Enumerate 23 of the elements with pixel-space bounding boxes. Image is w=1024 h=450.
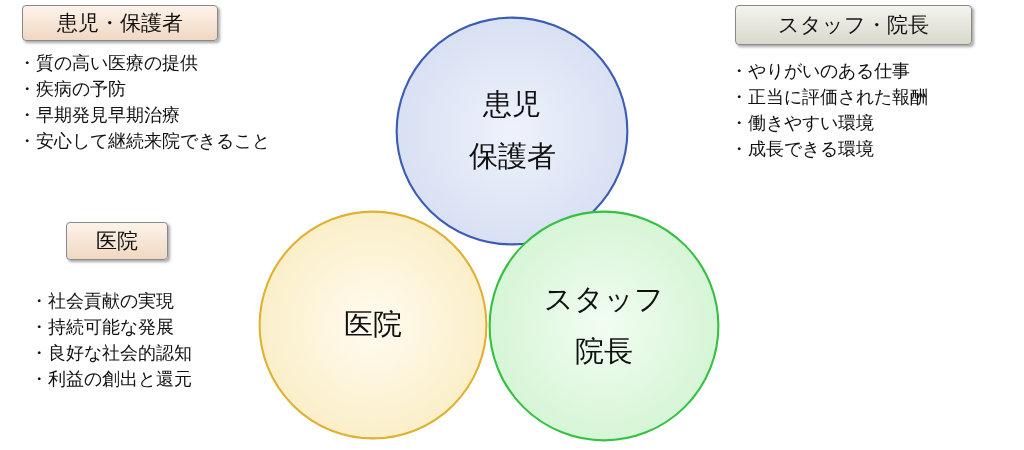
bullet-text: ・やりがいのある仕事 (730, 59, 911, 83)
bullet-text: ・正当に評価された報酬 (730, 85, 928, 109)
bullet-text: ・利益の創出と還元 (30, 367, 192, 391)
bullet-text: ・持続可能な発展 (30, 315, 175, 339)
bullet-text: ・社会貢献の実現 (30, 289, 175, 313)
bullet-text: ・早期発見早期治療 (18, 103, 181, 127)
circle (488, 210, 720, 442)
heading-tag: 患児・保護者 (22, 5, 218, 41)
heading-tag: 医院 (66, 222, 168, 260)
bullet-text: ・良好な社会的認知 (30, 341, 192, 365)
bullet-text: ・質の高い医療の提供 (18, 51, 199, 75)
circle-label: 医院 (344, 306, 402, 343)
bullet-text: ・疾病の予防 (18, 77, 127, 101)
circle (258, 210, 488, 440)
bullet-text: ・安心して継続来院できること (18, 129, 270, 153)
circle-label: スタッフ (544, 281, 664, 318)
bullet-text: ・成長できる環境 (730, 137, 875, 161)
circle-label: 院長 (575, 333, 633, 370)
circle-label: 保護者 (468, 138, 556, 175)
circle-label: 患児 (483, 86, 541, 123)
circle (395, 16, 629, 246)
bullet-text: ・働きやすい環境 (730, 111, 875, 135)
heading-tag: スタッフ・院長 (735, 5, 972, 45)
